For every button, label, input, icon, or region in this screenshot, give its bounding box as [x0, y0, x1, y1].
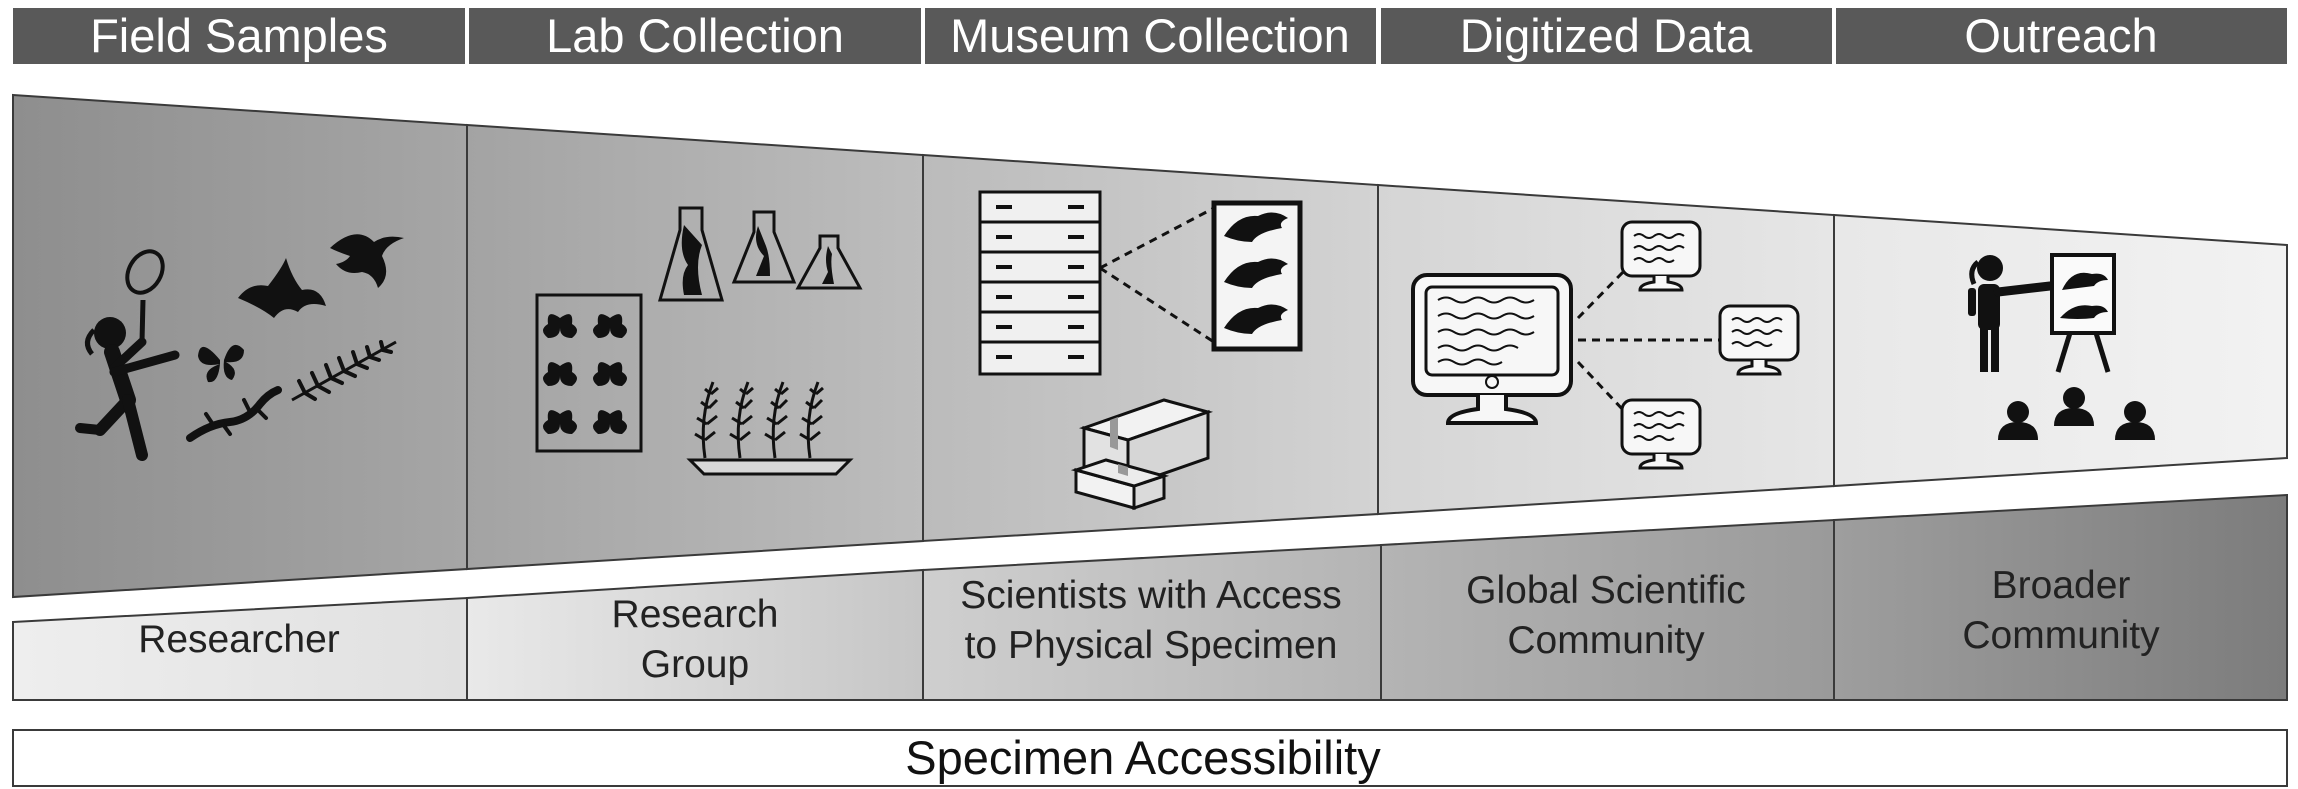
cabinet-connector-lines	[1099, 206, 1215, 344]
stage-label-museum-collection: Museum Collection	[950, 9, 1350, 62]
stage-header-lab-collection	[469, 8, 921, 64]
networked-monitor-icon	[1620, 398, 1702, 470]
networked-monitor-icon	[1718, 304, 1800, 376]
audience-label-broader-2: Community	[1962, 614, 2160, 657]
audience-label-scientists-2: to Physical Specimen	[965, 624, 1338, 667]
field-collector-icon	[75, 249, 180, 461]
footer-label: Specimen Accessibility	[905, 731, 1381, 784]
audience-icon	[1998, 387, 2155, 440]
stage-header-digitized-data	[1381, 8, 1832, 64]
funnel-segment-field-samples	[12, 93, 468, 599]
presenter-icon	[1968, 255, 2055, 372]
stage-label-field-samples: Field Samples	[90, 9, 388, 62]
museum-collection-illustrations	[978, 190, 1303, 511]
audience-segment-scientists	[922, 543, 1382, 701]
audience-label-global-1: Global Scientific	[1466, 569, 1746, 612]
funnel-segment-outreach	[1833, 213, 2288, 488]
audience-label-broader-1: Broader	[1992, 564, 2131, 607]
lab-collection-illustrations	[535, 206, 863, 476]
bird-icon	[330, 234, 404, 288]
field-samples-illustrations	[75, 234, 404, 461]
audience-label-scientists-1: Scientists with Access	[960, 574, 1341, 617]
bird-specimen-drawer-icon	[1211, 200, 1303, 352]
stage-funnel	[12, 93, 2288, 599]
stage-label-lab-collection: Lab Collection	[546, 9, 844, 62]
pinned-butterflies-icon	[535, 293, 643, 453]
fern-tray-icon	[686, 381, 854, 476]
specimen-jar-icon	[658, 206, 863, 302]
stage-label-digitized-data: Digitized Data	[1460, 9, 1753, 62]
audience-label-global-2: Community	[1507, 619, 1705, 662]
funnel-segment-lab-collection	[466, 123, 924, 571]
footer: Specimen Accessibility	[12, 729, 2288, 787]
stage-header-museum-collection	[925, 8, 1376, 64]
stage-headers: Field Samples Lab Collection Museum Coll…	[13, 8, 2287, 64]
stage-header-outreach	[1836, 8, 2287, 64]
lizard-icon	[186, 386, 282, 442]
digitized-data-illustrations	[1411, 220, 1800, 470]
stage-header-field-samples	[13, 8, 465, 64]
audience-band: Researcher Research Group Scientists wit…	[12, 493, 2288, 701]
audience-segment-broader-community	[1833, 493, 2288, 701]
bat-icon	[238, 258, 326, 318]
outreach-illustrations	[1968, 253, 2155, 440]
computer-monitor-icon	[1411, 273, 1573, 425]
specimen-cabinet-icon	[978, 190, 1102, 376]
audience-label-researcher: Researcher	[138, 618, 340, 661]
fern-icon	[291, 340, 397, 402]
network-connector-lines	[1576, 268, 1720, 414]
stage-label-outreach: Outreach	[1964, 9, 2157, 62]
butterfly-icon	[198, 344, 244, 383]
networked-monitor-icon	[1620, 220, 1702, 292]
audience-label-research-group-1: Research	[612, 593, 779, 636]
audience-label-research-group-2: Group	[641, 643, 749, 686]
storage-box-icon	[1070, 398, 1214, 511]
footer-box	[12, 729, 2288, 787]
easel-icon	[2050, 253, 2116, 373]
